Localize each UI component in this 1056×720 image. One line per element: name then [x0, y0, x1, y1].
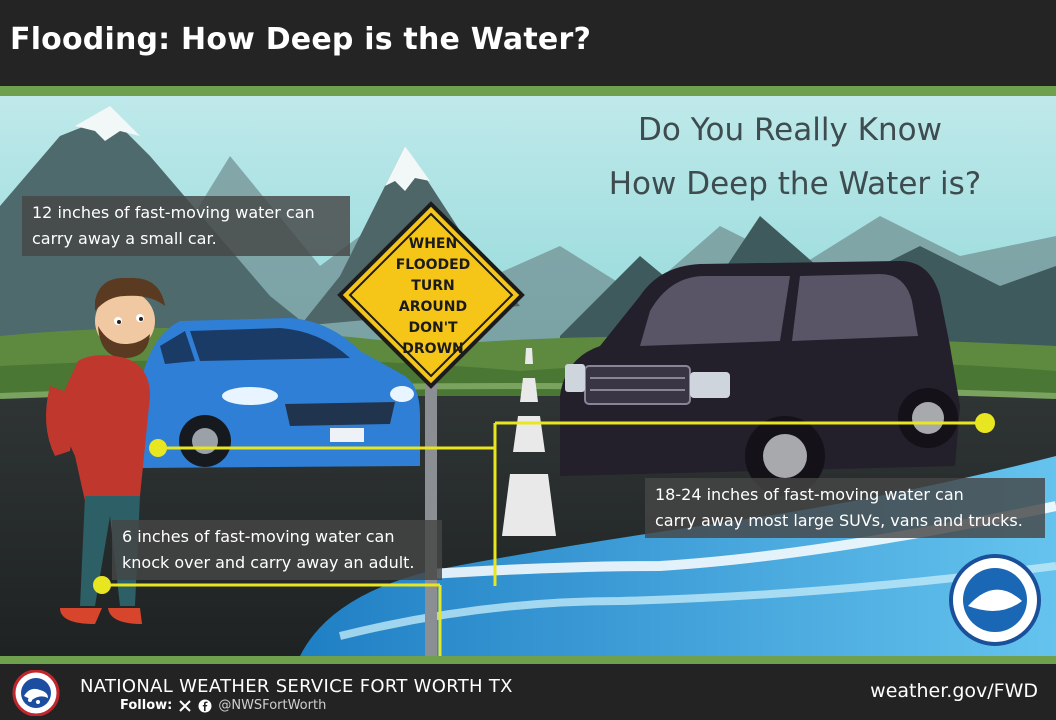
accent-stripe-bottom [0, 656, 1056, 664]
follow-label: Follow: [120, 698, 173, 713]
x-icon[interactable] [178, 699, 192, 713]
page-title: Flooding: How Deep is the Water? [10, 22, 592, 57]
car-illustration [140, 318, 420, 468]
callout-suv: 18-24 inches of fast-moving water can ca… [645, 478, 1045, 538]
lane-dash-4 [502, 474, 556, 536]
callout-dot-car [149, 439, 167, 457]
sign-line: TURN AROUND [398, 278, 468, 315]
callout-lines [102, 421, 985, 656]
man-illustration [46, 277, 165, 624]
lane-dash-1 [525, 348, 533, 364]
callout-line: carry away most large SUVs, vans and tru… [655, 511, 1023, 530]
sign-line: DROWN [402, 341, 464, 357]
accent-stripe-top [0, 86, 1056, 96]
header-bar: Flooding: How Deep is the Water? [0, 0, 1056, 86]
footer-url-link[interactable]: weather.gov/FWD [870, 680, 1038, 702]
headline-line-1: Do You Really Know [638, 112, 942, 148]
callout-line: 6 inches of fast-moving water can [122, 527, 395, 546]
warning-sign [337, 201, 525, 389]
callout-line: 12 inches of fast-moving water can [32, 203, 315, 222]
callout-line: 18-24 inches of fast-moving water can [655, 485, 964, 504]
warning-sign-text: WHEN FLOODED TURN AROUND DON'T DROWN [378, 234, 488, 360]
callout-adult: 6 inches of fast-moving water can knock … [112, 520, 442, 580]
sign-line: WHEN [408, 236, 458, 252]
noaa-logo [949, 554, 1041, 646]
sign-post [425, 381, 437, 656]
footer-follow: Follow: @NWSFortWorth [120, 698, 326, 713]
footer-bar: NATIONAL WEATHER SERVICE FORT WORTH TX F… [0, 664, 1056, 720]
callout-dot-adult [93, 576, 111, 594]
headline-line-2: How Deep the Water is? [608, 166, 982, 202]
sign-line: FLOODED [395, 257, 471, 273]
noaa-badge-text: NOAA [978, 594, 1012, 605]
callout-line: knock over and carry away an adult. [122, 553, 415, 572]
flood-illustration [0, 96, 1056, 656]
snow-peak-left [75, 106, 140, 141]
snow-peak-center [385, 146, 430, 191]
footer-org-name: NATIONAL WEATHER SERVICE FORT WORTH TX [80, 676, 513, 697]
callout-dot-suv [975, 413, 995, 433]
lane-dash-3 [513, 416, 545, 452]
callout-small-car: 12 inches of fast-moving water can carry… [22, 196, 350, 256]
nws-logo [12, 670, 60, 716]
lane-dash-2 [520, 378, 538, 402]
sign-line: DON'T [408, 320, 458, 336]
social-handle[interactable]: @NWSFortWorth [218, 698, 327, 713]
callout-line: carry away a small car. [32, 229, 217, 248]
facebook-icon[interactable] [198, 699, 212, 713]
